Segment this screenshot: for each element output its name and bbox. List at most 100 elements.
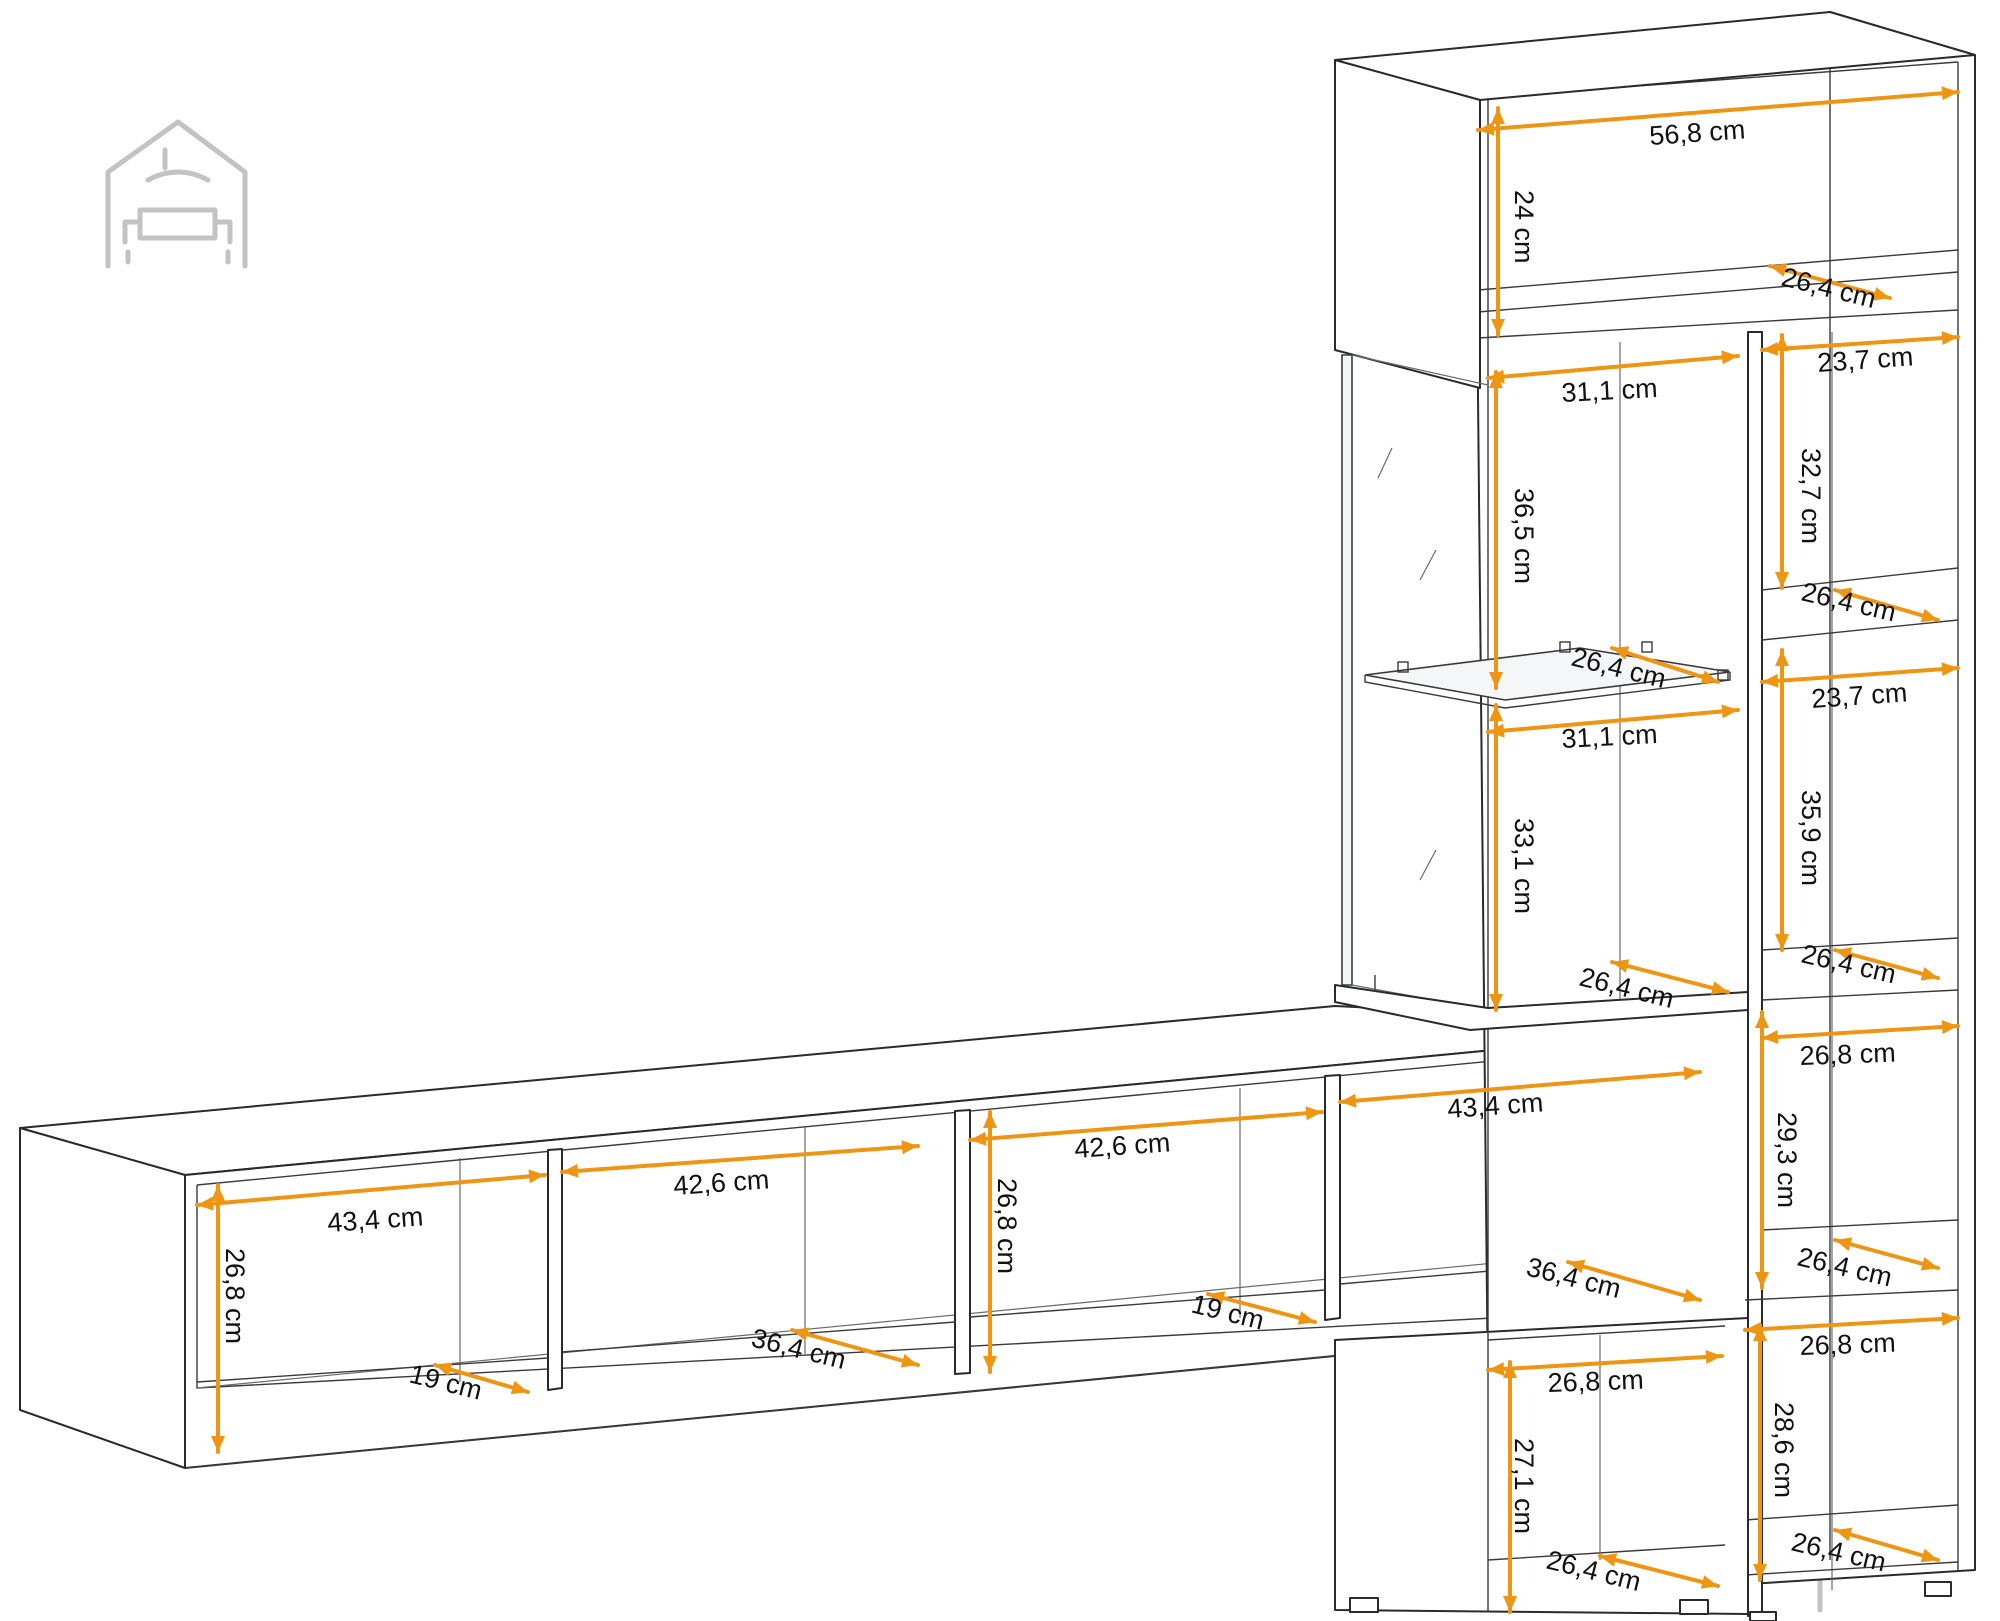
glass-upper-width-arrowhead-end	[1721, 350, 1738, 365]
right-low-height-arrowhead-start	[1755, 1012, 1769, 1028]
glass-bottom-depth-arrowhead-start	[1612, 959, 1630, 973]
top-depth-arrowhead-end	[1872, 287, 1890, 301]
tv-compartment-1-depth-arrowhead-end	[510, 1380, 528, 1395]
tv-compartment-3-width-label: 42,6 cm	[1073, 1127, 1171, 1164]
top-width-arrowhead-start	[1478, 121, 1495, 136]
tv-compartment-1-width-dimension-line	[195, 1173, 547, 1207]
glass-shelf-depth-arrowhead-start	[1612, 646, 1630, 660]
tv-compartment-1-width-arrowhead-end	[528, 1169, 545, 1184]
right-low-height-arrowhead-end	[1755, 1272, 1769, 1288]
base-width-arrowhead-end	[1705, 1350, 1722, 1364]
top-height-arrowhead-end	[1491, 319, 1505, 335]
glass-upper-height-arrowhead-start	[1489, 372, 1503, 388]
right-mid-depth-arrowhead-end	[1920, 967, 1938, 981]
right-bottom-depth-arrowhead-start	[1835, 1527, 1853, 1542]
right-upper-height-arrowhead-start	[1775, 335, 1789, 351]
glass-upper-width-dimension-line	[1486, 354, 1740, 380]
right-low-depth-arrowhead-end	[1920, 1257, 1938, 1271]
tv-compartment-3-height-label: 26,8 cm	[992, 1178, 1022, 1274]
right-mid-width-arrowhead-start	[1762, 673, 1779, 688]
top-depth-dimension-line	[1768, 264, 1892, 300]
top-depth-arrowhead-start	[1770, 263, 1788, 277]
right-low-width-arrowhead-end	[1941, 1020, 1958, 1034]
right-bottom-height-label: 28,6 cm	[1769, 1402, 1799, 1498]
glass-lower-width-arrowhead-end	[1721, 704, 1738, 719]
base-depth-dimension-line	[1598, 1554, 1720, 1588]
right-mid-depth-arrowhead-start	[1835, 947, 1853, 961]
right-bottom-depth-arrowhead-end	[1920, 1548, 1938, 1563]
tv-compartment-3-width-arrowhead-end	[1305, 1106, 1322, 1121]
right-bottom-width-arrowhead-end	[1941, 1311, 1958, 1326]
tv-compartment-1-width-arrowhead-start	[197, 1196, 214, 1211]
base-width-label: 26,8 cm	[1547, 1365, 1644, 1398]
glass-upper-width-label: 31,1 cm	[1561, 373, 1658, 408]
right-upper-width-dimension-line	[1760, 335, 1960, 352]
right-low-width-label: 26,8 cm	[1799, 1038, 1896, 1071]
right-low-height-label: 29,3 cm	[1772, 1112, 1802, 1208]
tv-compartment-4-width-dimension-line	[1338, 1070, 1702, 1104]
glass-lower-height-label: 33,1 cm	[1509, 818, 1539, 914]
tv-compartment-1-depth-arrowhead-start	[435, 1362, 453, 1377]
tv-compartment-4-depth-dimension-line	[1566, 1260, 1702, 1302]
tv-compartment-4-depth-arrowhead-start	[1568, 1259, 1586, 1274]
tv-compartment-3-depth-arrowhead-end	[1297, 1311, 1315, 1325]
right-upper-width-arrowhead-end	[1941, 331, 1958, 345]
right-mid-height-arrowhead-end	[1775, 934, 1789, 950]
right-low-width-dimension-line	[1760, 1024, 1960, 1040]
right-upper-depth-dimension-line	[1833, 588, 1940, 622]
tv-compartment-2-width-arrowhead-start	[562, 1163, 579, 1178]
glass-upper-height-label: 36,5 cm	[1509, 488, 1539, 584]
tower-unit	[1334, 11, 1976, 1621]
glass-lower-height-arrowhead-start	[1489, 705, 1503, 721]
right-bottom-depth-dimension-line	[1833, 1528, 1940, 1562]
right-upper-height-arrowhead-end	[1775, 572, 1789, 588]
tv-compartment-3-width-dimension-line	[968, 1110, 1324, 1142]
glass-shelf-depth-dimension-line	[1610, 646, 1720, 684]
base-width-arrowhead-start	[1488, 1362, 1505, 1376]
top-width-arrowhead-end	[1941, 86, 1958, 101]
right-mid-depth-dimension-line	[1833, 948, 1940, 980]
tv-compartment-3-depth-arrowhead-start	[1208, 1291, 1226, 1305]
tv-compartment-4-width-arrowhead-start	[1340, 1093, 1357, 1108]
right-mid-height-label: 35,9 cm	[1796, 790, 1826, 886]
glass-bottom-depth-arrowhead-end	[1710, 981, 1728, 995]
right-upper-depth-arrowhead-end	[1920, 608, 1938, 623]
tv-compartment-4-width-arrowhead-end	[1683, 1066, 1700, 1081]
right-bottom-width-label: 26,8 cm	[1799, 1328, 1896, 1361]
right-low-width-arrowhead-start	[1762, 1030, 1779, 1044]
glass-upper-height-arrowhead-end	[1489, 672, 1503, 688]
tv-compartment-1-height-arrowhead-start	[211, 1185, 225, 1201]
tv-compartment-3-height-arrowhead-start	[983, 1112, 997, 1128]
base-width-dimension-line	[1486, 1354, 1724, 1372]
right-mid-height-arrowhead-start	[1775, 650, 1789, 666]
tv-compartment-2-depth-dimension-line	[790, 1328, 920, 1367]
tv-compartment-2-width-arrowhead-end	[901, 1140, 918, 1155]
tv-compartment-2-width-dimension-line	[560, 1144, 920, 1174]
right-bottom-height-arrowhead-start	[1753, 1325, 1767, 1341]
glass-lower-width-label: 31,1 cm	[1561, 719, 1658, 754]
top-height-label: 24 cm	[1509, 190, 1539, 264]
glass-lower-width-dimension-line	[1486, 708, 1740, 734]
right-upper-height-label: 32,7 cm	[1796, 448, 1826, 544]
tv-compartment-2-depth-arrowhead-start	[792, 1327, 810, 1341]
tv-compartment-1-depth-dimension-line	[433, 1363, 530, 1394]
base-depth-arrowhead-start	[1600, 1553, 1618, 1567]
glass-lower-height-arrowhead-end	[1489, 994, 1503, 1010]
tv-compartment-1-width-label: 43,4 cm	[326, 1201, 424, 1238]
tv-compartment-4-width-label: 43,4 cm	[1446, 1087, 1544, 1124]
tv-compartment-3-width-arrowhead-start	[970, 1131, 987, 1146]
right-upper-width-arrowhead-start	[1762, 342, 1779, 356]
base-height-label: 27,1 cm	[1509, 1438, 1539, 1534]
top-left-logo	[105, 119, 248, 269]
right-mid-width-arrowhead-end	[1941, 662, 1958, 677]
tv-compartment-3-height-arrowhead-end	[983, 1356, 997, 1372]
right-upper-depth-arrowhead-start	[1835, 587, 1853, 602]
dimension-lines	[195, 86, 1960, 1614]
base-height-arrowhead-end	[1503, 1596, 1517, 1612]
base-depth-arrowhead-end	[1700, 1575, 1718, 1589]
tv-compartment-1-height-arrowhead-end	[211, 1436, 225, 1452]
right-low-depth-arrowhead-start	[1835, 1237, 1853, 1251]
tv-compartment-2-width-label: 42,6 cm	[672, 1164, 770, 1201]
